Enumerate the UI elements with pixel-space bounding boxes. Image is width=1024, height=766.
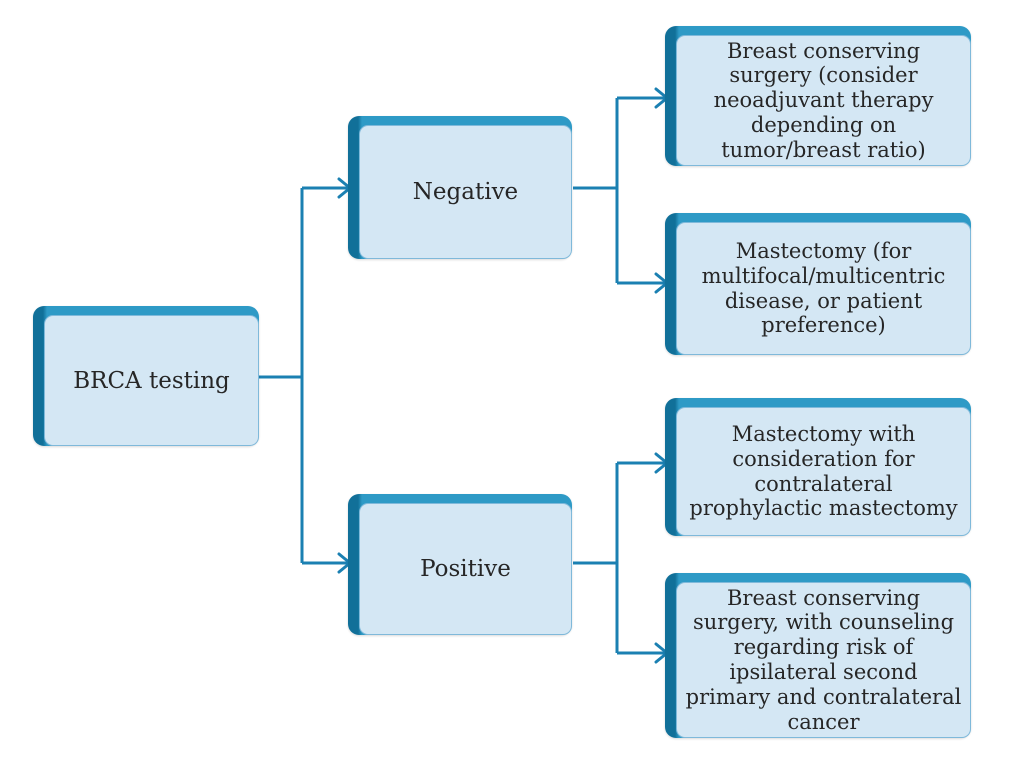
node-positive: Positive [348,494,572,635]
node-label: Positive [420,556,511,582]
node-panel: Negative [359,125,572,259]
node-label: Breast conserving surgery, with counseli… [685,585,962,734]
node-outcome-mastectomy-contralateral: Mastectomy with consideration for contra… [665,398,971,536]
node-panel: BRCA testing [44,315,259,446]
node-label: Negative [412,179,519,205]
node-label: BRCA testing [73,367,230,394]
node-outcome-mastectomy-multifocal: Mastectomy (for multifocal/multicentric … [665,213,971,355]
node-panel: Breast conserving surgery (consider neoa… [676,35,971,166]
node-panel: Breast conserving surgery, with counseli… [676,582,971,738]
node-label: Mastectomy (for multifocal/multicentric … [701,238,946,338]
node-brca-testing: BRCA testing [33,306,259,446]
node-panel: Positive [359,503,572,635]
node-outcome-breast-conserving-neoadjuvant: Breast conserving surgery (consider neoa… [665,26,971,166]
node-outcome-breast-conserving-counseling: Breast conserving surgery, with counseli… [665,573,971,738]
node-panel: Mastectomy (for multifocal/multicentric … [676,222,971,355]
node-panel: Mastectomy with consideration for contra… [676,407,971,536]
node-label: Breast conserving surgery (consider neoa… [713,38,934,162]
node-label: Mastectomy with consideration for contra… [689,421,958,521]
node-negative: Negative [348,116,572,259]
